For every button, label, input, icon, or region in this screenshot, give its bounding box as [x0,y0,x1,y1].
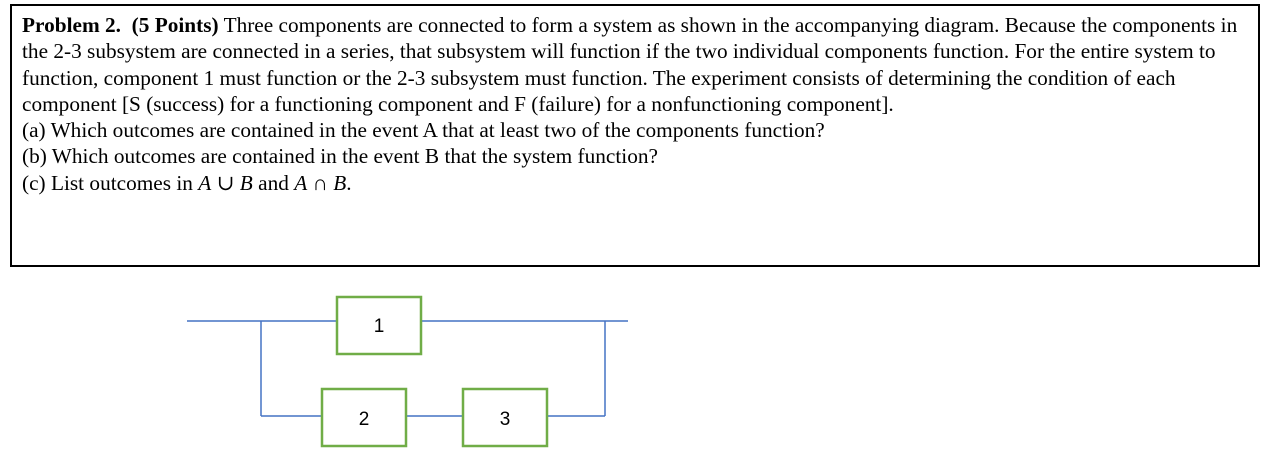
intersection-expression: A ∩ B [294,171,346,195]
part-c-prefix: (c) List outcomes in [22,170,199,195]
component-2-label: 2 [359,409,370,430]
component-2-box [320,387,408,448]
union-expression: A ∪ B [198,171,253,195]
component-3: 3 [461,387,549,448]
problem-points: (5 Points) [131,13,219,37]
problem-statement-box: Problem 2. (5 Points) Three components a… [10,4,1260,267]
part-a-question: (a) Which outcomes are contained in the … [22,118,825,143]
part-c-suffix: . [346,170,352,195]
component-1: 1 [335,295,423,356]
component-2: 2 [320,387,408,448]
problem-intro: Three components are connected to form a… [22,13,1238,116]
problem-heading: Problem 2. [22,13,121,37]
component-1-label: 1 [374,316,385,337]
component-3-label: 3 [500,409,511,430]
part-b-question: (b) Which outcomes are contained in the … [22,144,658,169]
component-3-box [461,387,549,448]
problem-paragraph: Problem 2. (5 Points) Three components a… [22,12,1248,117]
component-1-box [335,295,423,356]
part-c-question: (c) List outcomes in A ∪ B and A ∩ B. [22,170,1248,196]
part-c-and: and [252,170,295,195]
intersection-left-set: A [294,170,308,195]
union-left-set: A [198,170,212,195]
union-operator: ∪ [211,170,240,195]
intersection-right-set: B [333,170,347,195]
intersection-operator: ∩ [307,170,334,195]
union-right-set: B [239,170,253,195]
